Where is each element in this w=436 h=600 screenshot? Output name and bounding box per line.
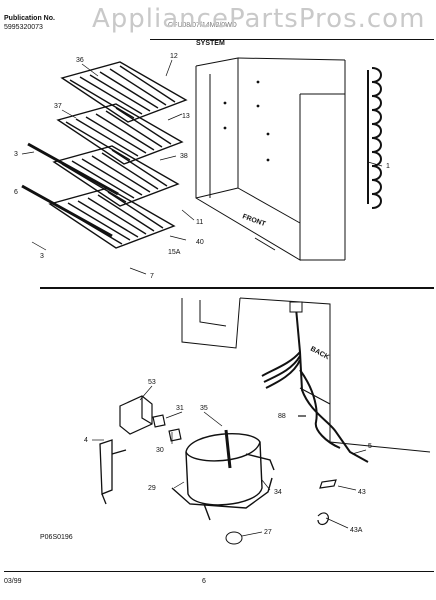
watermark: AppliancePartsPros.com — [92, 4, 426, 34]
callout-6: 6 — [14, 189, 18, 196]
callout-30: 30 — [156, 447, 164, 454]
grommet — [225, 531, 243, 545]
callout-27: 27 — [264, 529, 272, 536]
page-number: 6 — [202, 578, 206, 585]
section-title: SYSTEM — [196, 40, 225, 47]
callout-4: 4 — [84, 437, 88, 444]
callout-3-top: 3 — [14, 151, 18, 158]
callout-35: 35 — [200, 405, 208, 412]
callout-53: 53 — [148, 379, 156, 386]
header-rule — [150, 39, 434, 40]
callout-43: 43 — [358, 489, 366, 496]
diagram-code: P06S0196 — [40, 534, 73, 541]
callout-13: 13 — [182, 113, 190, 120]
callout-34: 34 — [274, 489, 282, 496]
callout-29: 29 — [148, 485, 156, 492]
callout-40: 40 — [196, 239, 204, 246]
callout-37: 37 — [54, 103, 62, 110]
back-label: BACK — [309, 346, 330, 362]
callout-38: 38 — [180, 153, 188, 160]
callout-31: 31 — [176, 405, 184, 412]
publication-number: 5995320073 — [4, 24, 43, 31]
callout-5: 5 — [368, 443, 372, 450]
callout-7: 7 — [150, 273, 154, 280]
footer-rule — [4, 571, 434, 572]
callout-1: 1 — [386, 163, 390, 170]
callout-36: 36 — [76, 57, 84, 64]
publication-label: Publication No. — [4, 15, 55, 22]
compressor-diagram: BACK 53 35 88 31 4 30 5 29 34 43 — [84, 297, 431, 545]
callout-43a: 43A — [350, 527, 363, 534]
shelf-assembly-diagram: 36 12 37 13 3 38 6 1 11 FRONT 40 15A 3 7 — [14, 53, 390, 280]
section-divider — [40, 287, 434, 289]
model-number: CFU08/07/14M2/0WD — [168, 22, 237, 29]
harness-connector — [289, 301, 303, 313]
callout-15a: 15A — [168, 249, 181, 256]
callout-88: 88 — [278, 413, 286, 420]
footer-date: 03/99 — [4, 578, 22, 585]
front-label: FRONT — [241, 213, 267, 228]
callout-12: 12 — [170, 53, 178, 60]
callout-3-bottom: 3 — [40, 253, 44, 260]
callout-11: 11 — [196, 219, 203, 226]
